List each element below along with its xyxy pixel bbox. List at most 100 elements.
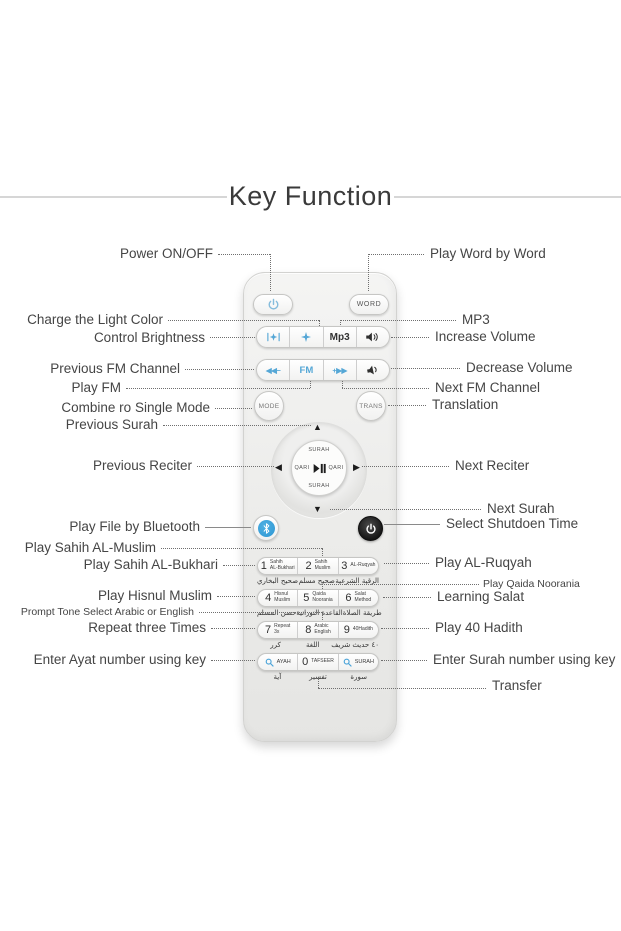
leader-line bbox=[330, 509, 481, 510]
callout-power-on-off: Power ON/OFF bbox=[119, 246, 213, 261]
title-rule-right bbox=[394, 196, 621, 198]
arabic-label-row-2: حصن المسلم القاعدة النورانية طريقة الصلا… bbox=[257, 609, 382, 618]
callout-next-surah: Next Surah bbox=[487, 501, 555, 516]
key-label: English bbox=[314, 629, 331, 635]
dial-surah-bottom-label: SURAH bbox=[308, 483, 330, 489]
key-digit: 7 bbox=[265, 624, 272, 636]
leader-line bbox=[362, 466, 449, 467]
leader-line bbox=[383, 597, 431, 598]
callout-charge-light-color: Charge the Light Color bbox=[27, 312, 163, 327]
volume-down-icon bbox=[365, 363, 381, 378]
callout-play-sahih-al-muslim: Play Sahih AL-Muslim bbox=[24, 540, 156, 555]
arabic-label: كرر bbox=[270, 641, 281, 649]
light-color-icon bbox=[300, 331, 312, 343]
mp3-button-label: Mp3 bbox=[329, 331, 350, 343]
leader-line bbox=[210, 337, 255, 338]
key-label: TAFSEER bbox=[311, 658, 334, 665]
callout-play-sahih-al-bukhari: Play Sahih AL-Bukhari bbox=[83, 557, 218, 572]
leader-line bbox=[340, 320, 456, 321]
leader-line bbox=[381, 660, 427, 661]
leader-line bbox=[126, 388, 310, 389]
leader-line bbox=[322, 548, 323, 556]
key-label: Arabic bbox=[314, 623, 329, 630]
callout-select-shutdown-time: Select Shutdoen Time bbox=[446, 516, 579, 531]
leader-line bbox=[381, 628, 429, 629]
key-label: Hisnul bbox=[274, 591, 289, 598]
callout-previous-surah: Previous Surah bbox=[65, 417, 158, 432]
down-arrow-icon: ▼ bbox=[313, 504, 322, 514]
key-digit: 8 bbox=[305, 624, 312, 636]
callout-mp3: MP3 bbox=[462, 312, 490, 327]
leader-line bbox=[185, 369, 254, 370]
key-3-al-ruqyah: 3 AL-Ruqyah bbox=[339, 558, 378, 574]
arabic-label: اللغة bbox=[305, 641, 320, 649]
fm-button: FM bbox=[290, 360, 324, 380]
key-digit: 6 bbox=[345, 592, 352, 604]
callout-previous-reciter: Previous Reciter bbox=[92, 458, 192, 473]
search-icon bbox=[343, 658, 352, 667]
arabic-label: تفسير bbox=[309, 673, 327, 681]
callout-prompt-tone: Prompt Tone Select Arabic or English bbox=[20, 606, 194, 618]
key-label: Noorania bbox=[312, 597, 333, 603]
leader-line bbox=[384, 563, 429, 564]
mode-button: MODE bbox=[254, 391, 284, 421]
leader-line bbox=[211, 628, 255, 629]
key-9-40-hadith: 9 40Hadith bbox=[339, 622, 378, 638]
mode-button-label: MODE bbox=[258, 402, 280, 410]
leader-line bbox=[319, 320, 320, 326]
callout-next-reciter: Next Reciter bbox=[455, 458, 530, 473]
callout-translation: Translation bbox=[432, 397, 499, 412]
arabic-label: آية bbox=[273, 673, 282, 681]
leader-line bbox=[322, 584, 323, 589]
key-label: 40Hadith bbox=[352, 626, 373, 633]
arabic-label: صحيح مسلم bbox=[298, 577, 335, 585]
leader-line bbox=[217, 596, 255, 597]
callout-transfer: Transfer bbox=[492, 678, 542, 693]
remote-body: WORD Mp3 bbox=[243, 272, 397, 742]
key-label: AL-Bukhari bbox=[269, 565, 295, 571]
media-button-row: Mp3 bbox=[256, 326, 390, 348]
power-icon bbox=[267, 298, 280, 311]
arabic-label: ٤٠ حديث شريف bbox=[331, 641, 380, 649]
next-fm-button: +▶▶ bbox=[324, 360, 357, 380]
leader-line bbox=[161, 548, 322, 549]
keypad-row-4: AYAH 0 TAFSEER SURAH bbox=[257, 653, 379, 671]
word-button: WORD bbox=[349, 294, 389, 315]
key-label: Sahih bbox=[269, 559, 283, 566]
leader-line bbox=[318, 679, 319, 688]
brightness-icon bbox=[266, 331, 281, 343]
volume-down-button bbox=[357, 360, 389, 380]
key-label: Salat bbox=[354, 591, 366, 598]
leader-line bbox=[388, 405, 426, 406]
callout-decrease-volume: Decrease Volume bbox=[466, 360, 573, 375]
callout-enter-surah-number: Enter Surah number using key bbox=[433, 652, 616, 667]
leader-line bbox=[318, 688, 486, 689]
callout-play-qaida-noorania: Play Qaida Noorania bbox=[483, 578, 580, 590]
dial-qari-left-label: QARI bbox=[294, 465, 310, 471]
key-digit: 4 bbox=[265, 592, 272, 604]
power-button bbox=[253, 294, 293, 315]
left-arrow-icon: ◀ bbox=[275, 462, 282, 472]
bluetooth-button bbox=[253, 515, 279, 541]
fm-button-row: ◀◀− FM +▶▶ bbox=[256, 359, 390, 381]
arabic-label: حصن المسلم bbox=[257, 609, 297, 617]
rewind-icon: ◀◀− bbox=[265, 365, 281, 375]
leader-line bbox=[322, 584, 479, 585]
callout-play-al-ruqyah: Play AL-Ruqyah bbox=[435, 555, 532, 570]
arabic-label: القاعدة النورانية bbox=[296, 609, 343, 617]
callout-next-fm-channel: Next FM Channel bbox=[435, 380, 541, 395]
key-surah: SURAH bbox=[339, 654, 378, 670]
key-label: 3x bbox=[274, 629, 280, 635]
callout-enter-ayat-number: Enter Ayat number using key bbox=[33, 652, 206, 667]
volume-up-button bbox=[357, 327, 389, 347]
key-label: Repeat bbox=[274, 623, 291, 630]
key-digit: 2 bbox=[305, 560, 312, 572]
arabic-label: سورة bbox=[350, 673, 367, 681]
